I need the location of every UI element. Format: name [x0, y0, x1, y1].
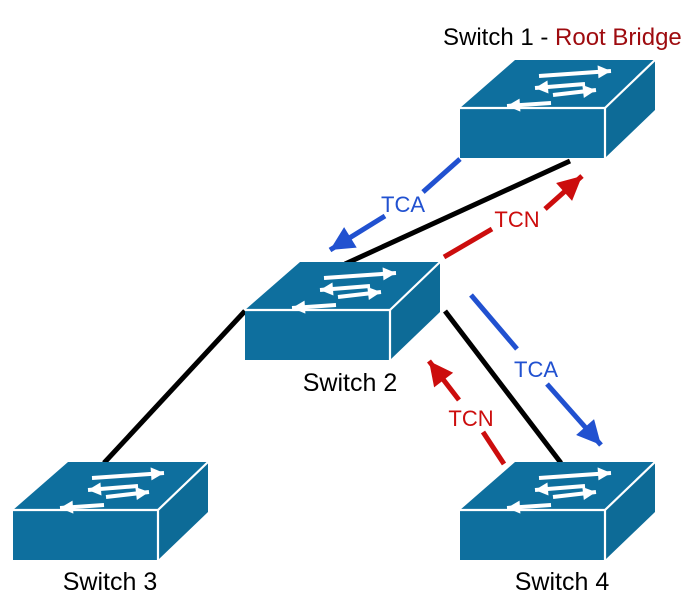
tca-arrow-switch2-to-switch4: [469, 293, 603, 447]
switch3-label: Switch 3: [63, 568, 157, 596]
tca-arrowhead-segment: [328, 213, 387, 253]
tca-arrow-upper-segment: [421, 157, 462, 194]
tca-arrowhead-segment: [545, 382, 603, 447]
tca-arrow-switch1-to-switch2: [328, 157, 462, 253]
tcn-arrowhead-segment: [427, 359, 461, 402]
tca-arrow-upper-segment: [469, 293, 519, 351]
switch4-label: Switch 4: [515, 568, 610, 596]
tcn-arrow-lower-segment: [442, 226, 494, 260]
root-bridge-highlight: Root Bridge: [555, 24, 682, 51]
link-switch2-switch3: [102, 309, 247, 465]
tcn-label-bottom: TCN: [448, 406, 493, 431]
switch3-icon: [13, 462, 208, 560]
switch2-icon: [245, 262, 440, 360]
tca-label-right: TCA: [514, 357, 558, 382]
link-switch1-switch2: [343, 158, 572, 267]
link-switch2-switch4: [443, 309, 563, 465]
switch1-title-prefix: Switch 1 -: [443, 24, 555, 51]
tcn-arrow-switch4-to-switch2: [427, 359, 507, 466]
tcn-arrow-switch2-to-switch1: [442, 174, 584, 260]
switch1-icon: [460, 60, 655, 158]
tcn-arrow-lower-segment: [480, 430, 507, 466]
switch1-title: Switch 1 - Root Bridge: [443, 24, 682, 51]
tcn-arrowhead-segment: [543, 174, 584, 211]
tca-label-top: TCA: [381, 192, 425, 217]
switch2-label: Switch 2: [303, 369, 397, 397]
switch4-icon: [460, 462, 655, 560]
tcn-label-top: TCN: [494, 207, 539, 232]
